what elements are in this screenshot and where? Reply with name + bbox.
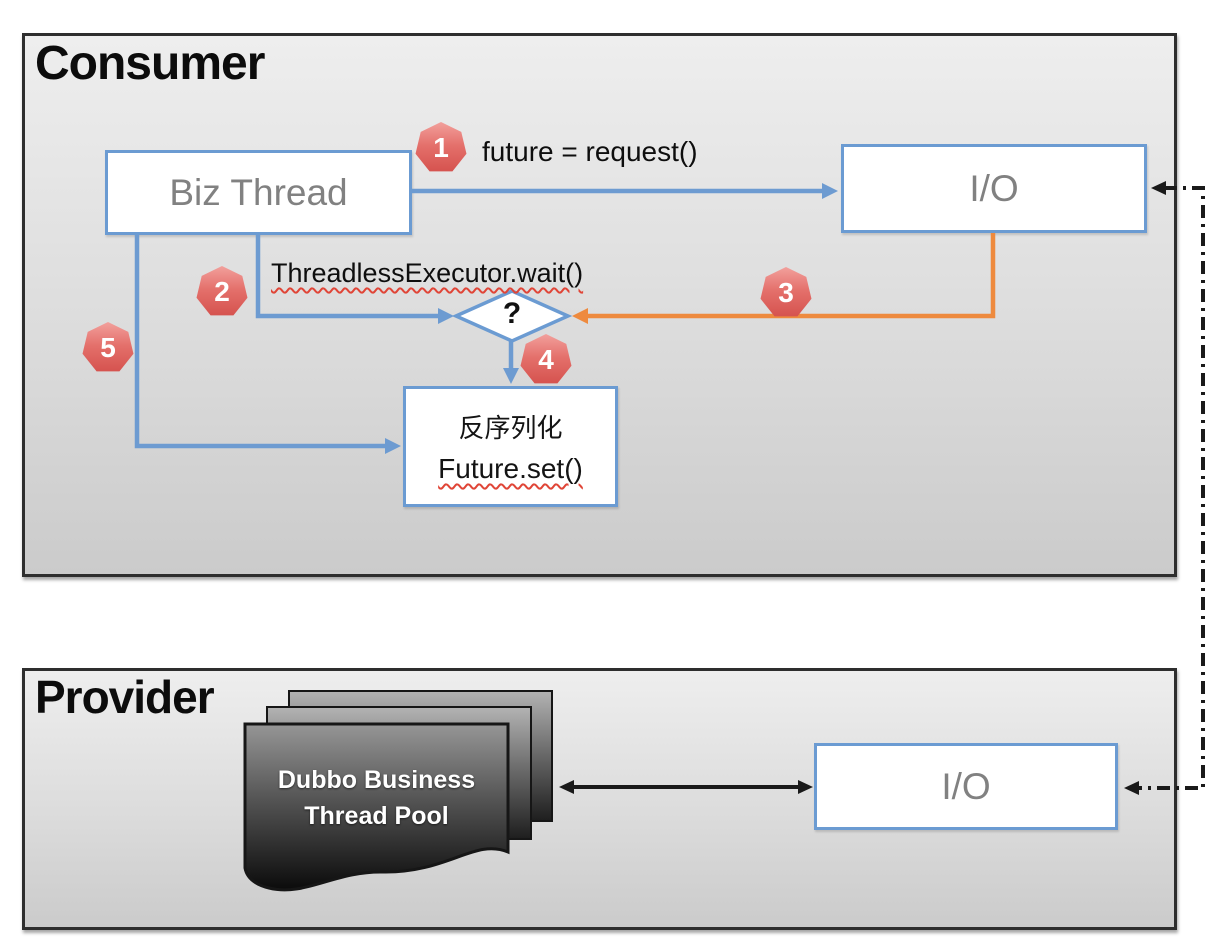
dashdot-io-link xyxy=(1124,181,1205,795)
consumer-io-node: I/O xyxy=(841,144,1147,233)
decision-diamond xyxy=(451,289,573,343)
provider-io-node: I/O xyxy=(814,743,1118,830)
consumer-io-label: I/O xyxy=(969,167,1019,209)
thread-pool-label-line2: Thread Pool xyxy=(304,802,449,830)
consumer-title: Consumer xyxy=(35,37,265,90)
wait-label: ThreadlessExecutor.wait() xyxy=(271,258,584,288)
biz-thread-node: Biz Thread xyxy=(105,150,412,235)
arrow-wait xyxy=(255,235,454,324)
request-label: future = request() xyxy=(482,136,698,167)
decision-question-label: ? xyxy=(502,297,522,330)
thread-pool-label-line1: Dubbo Business xyxy=(277,766,476,794)
provider-title: Provider xyxy=(35,671,215,723)
provider-io-label: I/O xyxy=(941,765,991,807)
biz-thread-label: Biz Thread xyxy=(169,171,348,213)
thread-pool-label: Dubbo Business Thread Pool xyxy=(243,762,510,834)
arrow-io-response xyxy=(572,233,996,324)
deserialize-label-cn: 反序列化 xyxy=(458,414,563,444)
deserialize-node: 反序列化 Future.set() xyxy=(403,386,618,507)
arrow-biz-to-deserialize xyxy=(134,235,401,454)
future-set-label: Future.set() xyxy=(438,453,583,484)
thread-pool-front-card xyxy=(243,722,510,892)
